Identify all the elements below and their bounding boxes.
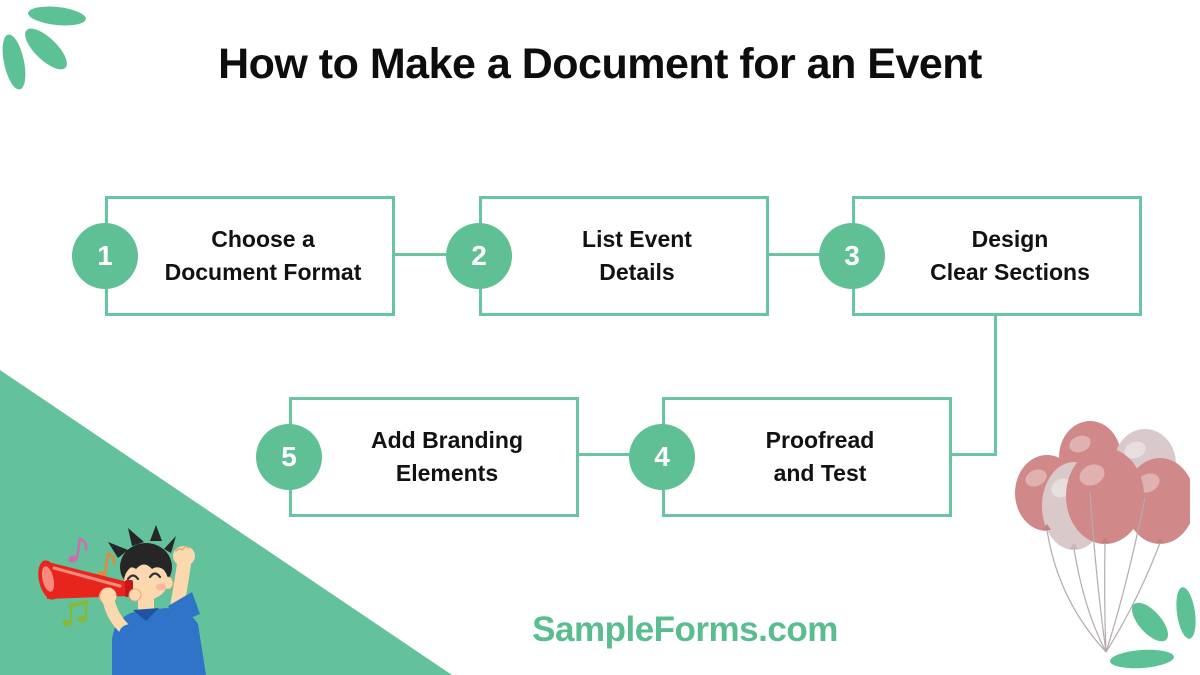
step-number: 1 — [97, 240, 113, 271]
step-label-line2: Document Format — [164, 259, 362, 285]
step-box-1: 1 Choose a Document Format — [72, 196, 395, 316]
step-label: Proofread and Test — [665, 424, 949, 489]
step-number: 3 — [844, 240, 860, 271]
step-number: 4 — [654, 441, 670, 472]
connector-step3-step4-horizontal — [951, 453, 997, 456]
step-box-5: 5 Add Branding Elements — [256, 397, 579, 517]
step-label-line2: Details — [599, 259, 675, 285]
connector-step4-step5 — [576, 453, 631, 456]
step-label-line1: Design — [971, 226, 1049, 253]
step-label: Design Clear Sections — [855, 223, 1139, 288]
step-label: List Event Details — [482, 223, 766, 288]
step-label: Add Branding Elements — [292, 424, 576, 489]
boy-blowing-horn-icon — [0, 360, 470, 675]
step-box-3: 3 Design Clear Sections — [819, 196, 1142, 316]
step-label-line2: and Test — [773, 460, 867, 486]
balloons-icon — [1000, 420, 1190, 660]
step-box-4: 4 Proofread and Test — [629, 397, 952, 517]
connector-step1-step2 — [394, 253, 448, 256]
step-number: 2 — [471, 240, 487, 271]
step-number-badge: 3 — [819, 223, 885, 289]
step-label-line1: Proofread — [765, 427, 875, 454]
step-number-badge: 1 — [72, 223, 138, 289]
leaves-icon — [0, 0, 110, 100]
step-number-badge: 4 — [629, 424, 695, 490]
leaves-icon — [1095, 575, 1200, 675]
website-text: SampleForms.com — [532, 610, 838, 649]
step-box-2: 2 List Event Details — [446, 196, 769, 316]
connector-step3-step4-vertical — [994, 314, 997, 456]
step-label-line2: Clear Sections — [930, 259, 1090, 285]
page-title: How to Make a Document for an Event — [218, 40, 982, 88]
step-number: 5 — [281, 441, 297, 472]
step-label-line1: Add Branding — [370, 427, 524, 454]
step-label-line1: Choose a — [211, 226, 315, 253]
step-number-badge: 2 — [446, 223, 512, 289]
connector-step2-step3 — [767, 253, 821, 256]
corner-triangle — [0, 370, 452, 675]
step-label: Choose a Document Format — [108, 223, 392, 288]
step-number-badge: 5 — [256, 424, 322, 490]
step-label-line2: Elements — [395, 460, 499, 486]
step-label-line1: List Event — [582, 226, 692, 253]
